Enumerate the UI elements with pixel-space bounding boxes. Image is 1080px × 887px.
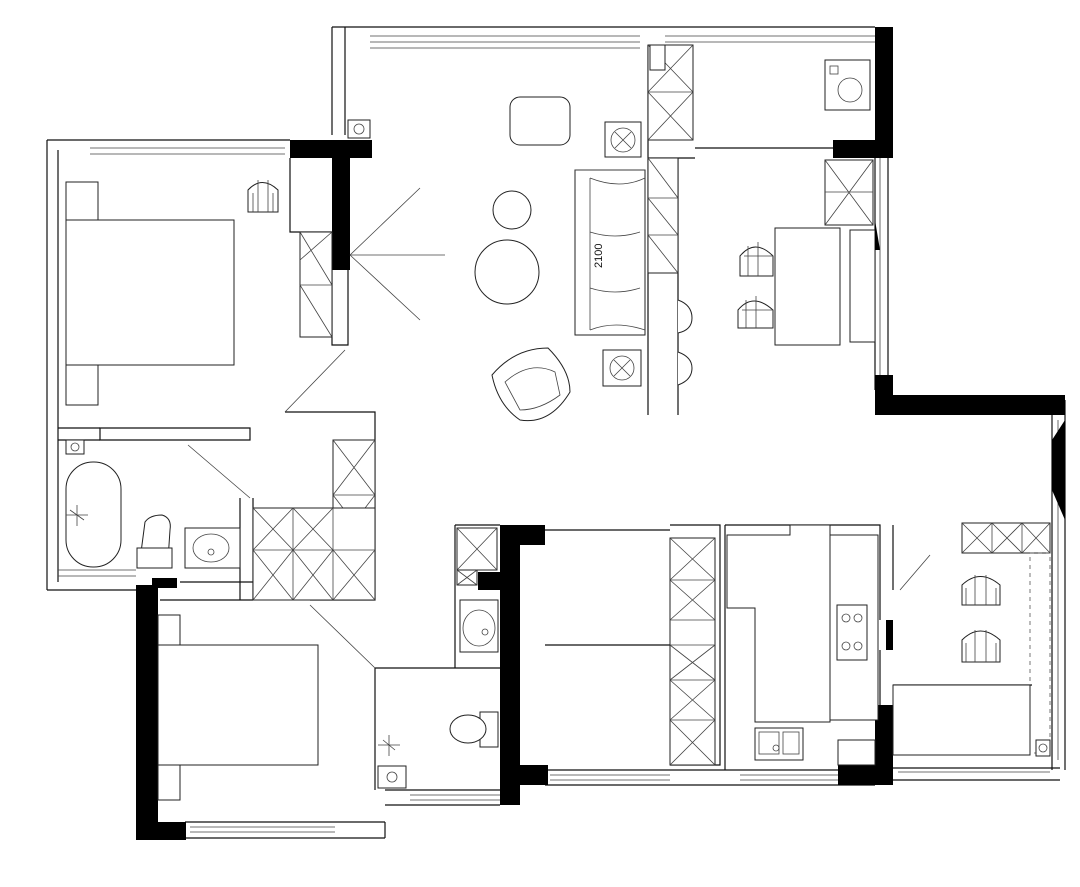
chair-top-bedroom <box>247 180 279 213</box>
wardrobe-top-bedroom <box>299 231 333 338</box>
bed-top <box>65 181 235 406</box>
side-table-top <box>604 121 642 158</box>
sink-left <box>184 527 241 569</box>
misc-fixtures <box>347 44 666 139</box>
living-room: 2100 <box>474 96 693 422</box>
dining-table <box>774 227 841 346</box>
kitchen-sink <box>754 727 804 761</box>
structural-walls <box>136 27 1065 840</box>
bathroom-left <box>65 439 241 569</box>
dining-chair-2 <box>737 296 774 329</box>
lounge-chair <box>491 347 571 422</box>
bathtub <box>65 461 122 568</box>
washing-machine <box>824 59 871 111</box>
door-swings <box>187 187 931 669</box>
cabinet-right-room <box>961 522 1051 554</box>
room-right <box>892 575 1051 757</box>
bedroom-top-left <box>65 180 279 406</box>
side-table-bottom <box>602 349 642 387</box>
cabinet-small-bath <box>456 527 498 586</box>
bed-bottom <box>157 644 319 766</box>
sink-middle <box>459 599 499 653</box>
bathroom-middle <box>377 599 499 789</box>
bedroom-bottom-left <box>157 614 319 801</box>
exterior-walls-outline <box>46 26 1066 839</box>
toilet-middle <box>449 711 499 748</box>
storage-cabinets <box>252 44 1051 766</box>
chair-right-2 <box>961 630 1001 663</box>
sofa: 2100 <box>574 169 646 336</box>
hall-cabinets <box>252 439 376 601</box>
wardrobe-study <box>669 537 716 766</box>
dining-area <box>737 220 880 346</box>
chair-right-1 <box>961 575 1001 606</box>
coffee-table-small <box>492 190 532 230</box>
toilet-left <box>136 514 173 569</box>
dining-chair-1 <box>739 242 774 277</box>
cabinet-living-wall <box>647 157 679 274</box>
cooktop <box>836 604 868 661</box>
kitchen <box>726 524 879 766</box>
sofa-dimension-label: 2100 <box>593 244 605 268</box>
laundry-area <box>824 59 874 226</box>
coffee-table-large <box>474 239 540 305</box>
ottoman <box>509 96 571 146</box>
